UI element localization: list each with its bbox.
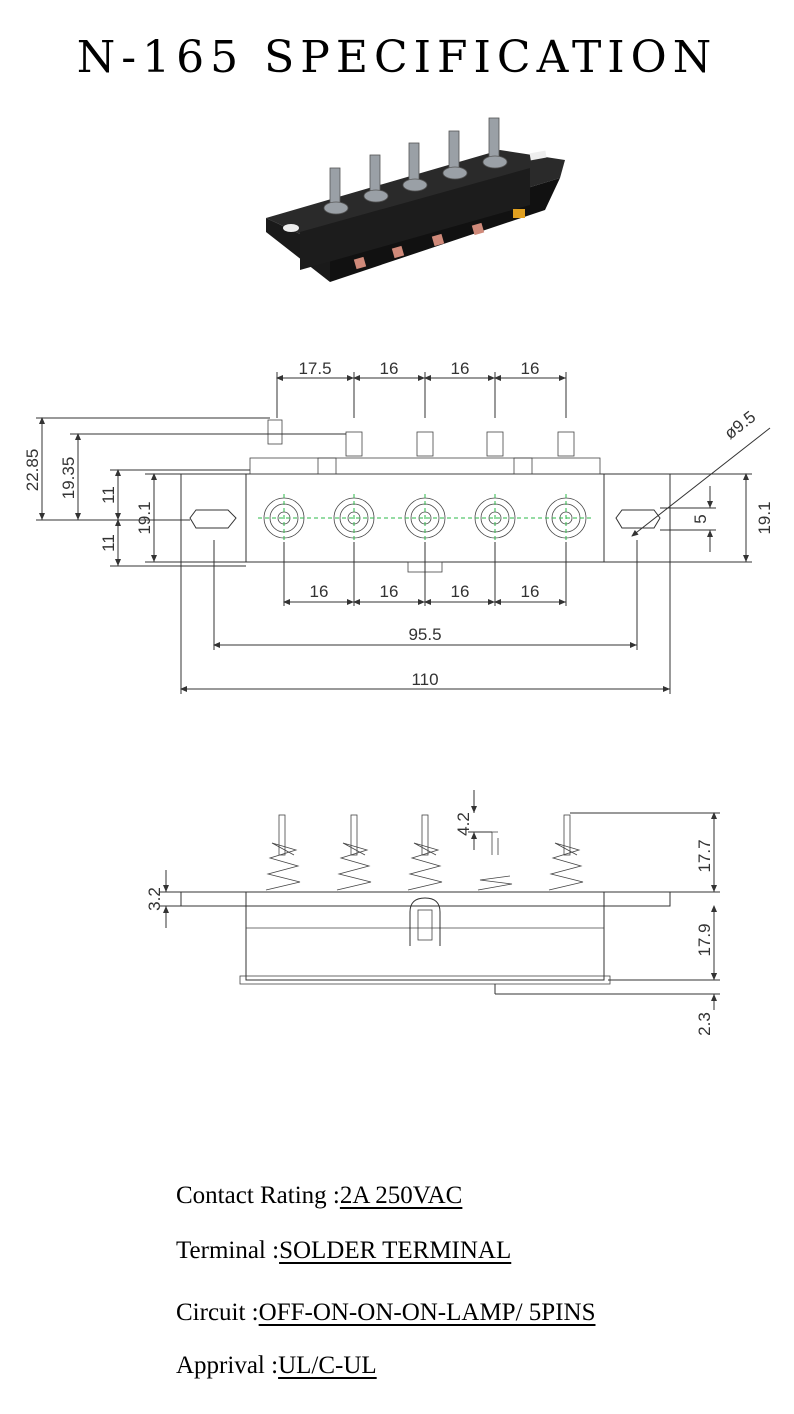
bottom-pitch-4: 16 — [521, 582, 540, 601]
dim-4-2: 4.2 — [454, 812, 473, 836]
dim-17-9: 17.9 — [695, 923, 714, 956]
dim-5: 5 — [691, 514, 710, 523]
product-photo — [266, 117, 565, 282]
dim-3-2: 3.2 — [145, 887, 164, 911]
spec-approval: Apprival :UL/C-UL — [176, 1352, 377, 1380]
dim-22-85: 22.85 — [23, 449, 42, 492]
knob-diameter-dim: ø9.5 — [721, 407, 760, 443]
mount-span-dim: 95.5 — [408, 625, 441, 644]
top-pitch-2: 16 — [380, 359, 399, 378]
dim-11-lower: 11 — [99, 534, 118, 552]
dim-2-3: 2.3 — [695, 1012, 714, 1036]
spec-circuit: Circuit :OFF-ON-ON-ON-LAMP/ 5PINS — [176, 1299, 595, 1327]
dim-19-1-left: 19.1 — [135, 501, 154, 534]
bottom-pitch-3: 16 — [451, 582, 470, 601]
dim-19-35: 19.35 — [59, 457, 78, 500]
top-pitch-4: 16 — [521, 359, 540, 378]
side-view-drawing: 17.7 17.9 2.3 4.2 3.2 — [145, 790, 720, 1036]
spec-value: 2A 250VAC — [339, 1182, 463, 1209]
spec-terminal: Terminal :SOLDER TERMINAL — [176, 1237, 511, 1265]
top-pitch-1: 17.5 — [298, 359, 331, 378]
bottom-pitch-1: 16 — [310, 582, 329, 601]
dim-19-1-right: 19.1 — [755, 501, 774, 534]
spec-value: UL/C-UL — [278, 1352, 377, 1379]
spec-label: Circuit : — [176, 1299, 259, 1326]
dim-11-upper: 11 — [99, 486, 118, 504]
bottom-pitch-2: 16 — [380, 582, 399, 601]
spec-value: OFF-ON-ON-ON-LAMP/ 5PINS — [258, 1299, 596, 1326]
top-pitch-3: 16 — [451, 359, 470, 378]
dim-17-7: 17.7 — [695, 839, 714, 872]
spec-label: Contact Rating : — [176, 1182, 340, 1209]
spec-value: SOLDER TERMINAL — [279, 1237, 512, 1264]
overall-length-dim: 110 — [411, 670, 438, 689]
spec-contact-rating: Contact Rating :2A 250VAC — [176, 1182, 462, 1210]
top-view-drawing: 17.5 16 16 16 16 16 16 16 95.5 110 — [23, 359, 774, 694]
spec-label: Apprival : — [176, 1352, 279, 1379]
spec-label: Terminal : — [176, 1237, 280, 1264]
page-title: N-165 SPECIFICATION — [76, 32, 718, 83]
